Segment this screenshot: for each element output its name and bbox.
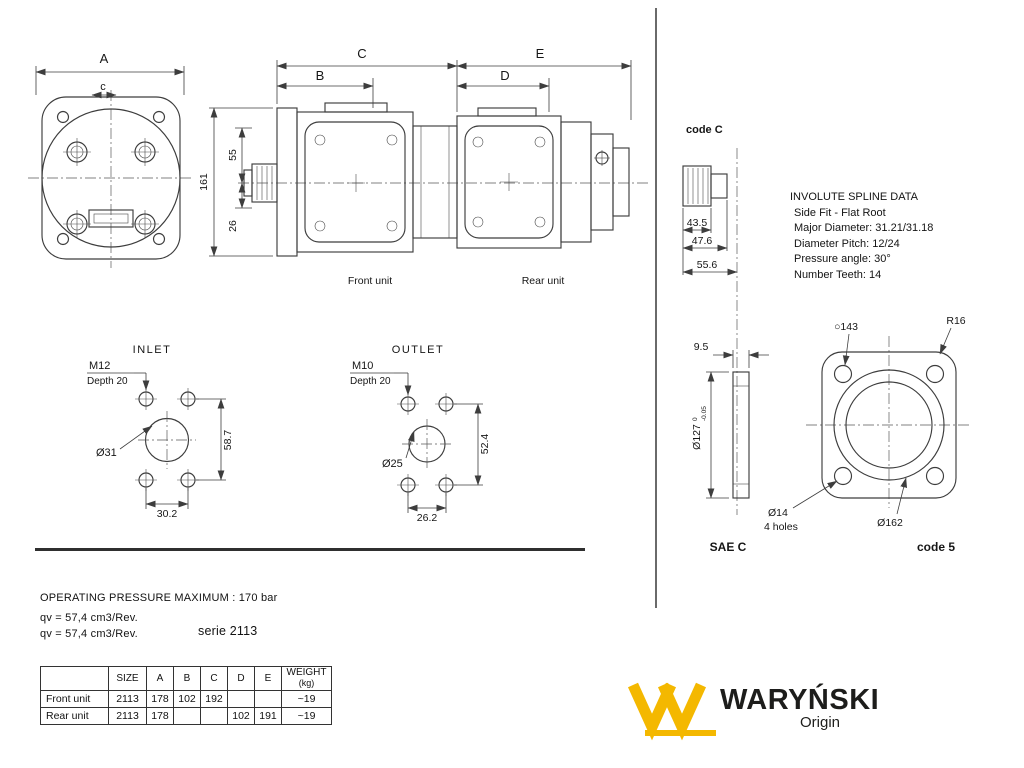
dim-55-label: 55 bbox=[227, 149, 239, 161]
spline-data-title: INVOLUTE SPLINE DATA bbox=[790, 191, 918, 203]
horizontal-divider bbox=[35, 548, 585, 551]
corner-radius-label: R16 bbox=[946, 315, 965, 327]
cell-c bbox=[200, 707, 228, 725]
col-size: SIZE bbox=[108, 666, 147, 691]
code-c-dim3-label: 55.6 bbox=[697, 259, 718, 271]
cell-d: 102 bbox=[227, 707, 255, 725]
outlet-bore-label: Ø25 bbox=[382, 458, 403, 470]
cell-b bbox=[173, 707, 201, 725]
note-qv-rear: qv = 57,4 cm3/Rev. bbox=[40, 628, 138, 640]
inlet-dim-h-label: 30.2 bbox=[157, 508, 178, 520]
spec-table: SIZE A B C D E WEIGHT (kg) Front unit 21… bbox=[40, 666, 332, 725]
brand-origin: Origin bbox=[799, 714, 840, 731]
code5-flange-drawing: ○143 R16 Ø14 4 holes Ø162 code 5 bbox=[764, 315, 972, 554]
sae-bore-tol-bottom: -0.05 bbox=[701, 406, 708, 421]
shaft-code-c-drawing: code C 43.5 47.6 55.6 bbox=[682, 124, 738, 515]
vertical-divider bbox=[655, 8, 657, 608]
outlet-drawing: OUTLET M10 Depth 20 Ø25 52.4 26.2 bbox=[350, 344, 491, 524]
spline-data-line: Major Diameter: 31.21/31.18 bbox=[794, 222, 934, 234]
pump-top-drawing: A c bbox=[28, 46, 650, 287]
holes-note-label: 4 holes bbox=[764, 521, 798, 533]
sae-thickness-label: 9.5 bbox=[694, 341, 709, 353]
cell-size: 2113 bbox=[108, 707, 147, 725]
note-serie: serie 2113 bbox=[198, 624, 258, 638]
dim-c-top-label: C bbox=[357, 46, 366, 61]
inlet-title: INLET bbox=[133, 344, 172, 356]
code-5-label: code 5 bbox=[917, 540, 955, 554]
col-weight-unit: (kg) bbox=[298, 677, 315, 688]
front-unit-label: Front unit bbox=[348, 275, 392, 287]
rear-unit-label: Rear unit bbox=[522, 275, 565, 287]
code-c-title: code C bbox=[686, 124, 723, 136]
code-c-dim1-label: 43.5 bbox=[687, 217, 708, 229]
cell-b: 102 bbox=[173, 690, 201, 708]
table-row-front-unit: Front unit 2113 178 102 192 ~19 bbox=[40, 690, 332, 708]
cell-a: 178 bbox=[146, 707, 174, 725]
spline-data-line: Number Teeth: 14 bbox=[794, 268, 882, 281]
col-c: C bbox=[200, 666, 228, 691]
cell-d bbox=[227, 690, 255, 708]
inlet-depth-label: Depth 20 bbox=[87, 376, 128, 387]
brand-name: WARYŃSKI bbox=[720, 684, 880, 716]
spline-data-line: Pressure angle: 30° bbox=[794, 253, 891, 265]
dim-161-label: 161 bbox=[198, 173, 210, 191]
inlet-drawing: INLET M12 Depth 20 Ø31 58.7 30.2 bbox=[87, 344, 234, 520]
outlet-depth-label: Depth 20 bbox=[350, 376, 391, 387]
dim-c-label: c bbox=[100, 81, 106, 93]
col-weight-label: WEIGHT bbox=[286, 667, 327, 678]
cell-size: 2113 bbox=[108, 690, 147, 708]
sae-bore-label: Ø127 bbox=[691, 424, 703, 450]
cell-a: 178 bbox=[146, 690, 174, 708]
spec-table-corner-cell bbox=[40, 666, 109, 691]
col-b: B bbox=[173, 666, 201, 691]
sae-bore-tol-top: 0 bbox=[692, 417, 699, 421]
inlet-dim-v-label: 58.7 bbox=[222, 430, 234, 451]
outlet-dim-h-label: 26.2 bbox=[417, 512, 438, 524]
outer-dia-label: Ø162 bbox=[877, 517, 903, 529]
cell-weight: ~19 bbox=[281, 690, 332, 708]
cell-e: 191 bbox=[254, 707, 282, 725]
dim-a-label: A bbox=[100, 51, 109, 66]
bolt-circle-label: ○143 bbox=[834, 321, 858, 333]
spline-data-line: Side Fit - Flat Root bbox=[794, 206, 886, 219]
table-row-rear-unit: Rear unit 2113 178 102 191 ~19 bbox=[40, 707, 332, 725]
cell-e bbox=[254, 690, 282, 708]
spline-data-block: INVOLUTE SPLINE DATA Side Fit - Flat Roo… bbox=[790, 190, 933, 283]
side-view-dimensions: C E B D 161 55 26 bbox=[198, 46, 632, 257]
col-weight: WEIGHT (kg) bbox=[281, 666, 332, 691]
spline-data-line: Diameter Pitch: 12/24 bbox=[794, 237, 900, 250]
code-c-dim2-label: 47.6 bbox=[692, 235, 713, 247]
dim-b-label: B bbox=[316, 68, 325, 83]
hole-dia-label: Ø14 bbox=[768, 507, 788, 519]
col-e: E bbox=[254, 666, 282, 691]
warynski-logo-icon bbox=[627, 682, 716, 741]
side-view-drawing: Front unit Rear unit bbox=[238, 102, 650, 287]
dim-26-label: 26 bbox=[227, 220, 239, 232]
sae-plate-drawing: 9.5 Ø127 0 -0.05 SAE C bbox=[691, 341, 769, 554]
note-qv-front: qv = 57,4 cm3/Rev. bbox=[40, 612, 138, 624]
right-column-drawing: code C 43.5 47.6 55.6 9.5 Ø127 bbox=[682, 124, 972, 554]
cell-weight: ~19 bbox=[281, 707, 332, 725]
outlet-title: OUTLET bbox=[392, 344, 444, 356]
dim-d-label: D bbox=[500, 68, 509, 83]
cell-name: Front unit bbox=[40, 690, 109, 708]
front-view-drawing: A c bbox=[28, 51, 194, 268]
inlet-bore-label: Ø31 bbox=[96, 447, 117, 459]
sae-c-label: SAE C bbox=[710, 540, 747, 554]
outlet-dim-v-label: 52.4 bbox=[479, 434, 491, 455]
inlet-thread-label: M12 bbox=[89, 360, 110, 372]
col-d: D bbox=[227, 666, 255, 691]
dim-e-label: E bbox=[536, 46, 545, 61]
cell-name: Rear unit bbox=[40, 707, 109, 725]
col-a: A bbox=[146, 666, 174, 691]
note-operating-pressure: OPERATING PRESSURE MAXIMUM : 170 bar bbox=[40, 592, 278, 604]
spec-table-header-row: SIZE A B C D E WEIGHT (kg) bbox=[40, 666, 332, 691]
outlet-thread-label: M10 bbox=[352, 360, 373, 372]
cell-c: 192 bbox=[200, 690, 228, 708]
